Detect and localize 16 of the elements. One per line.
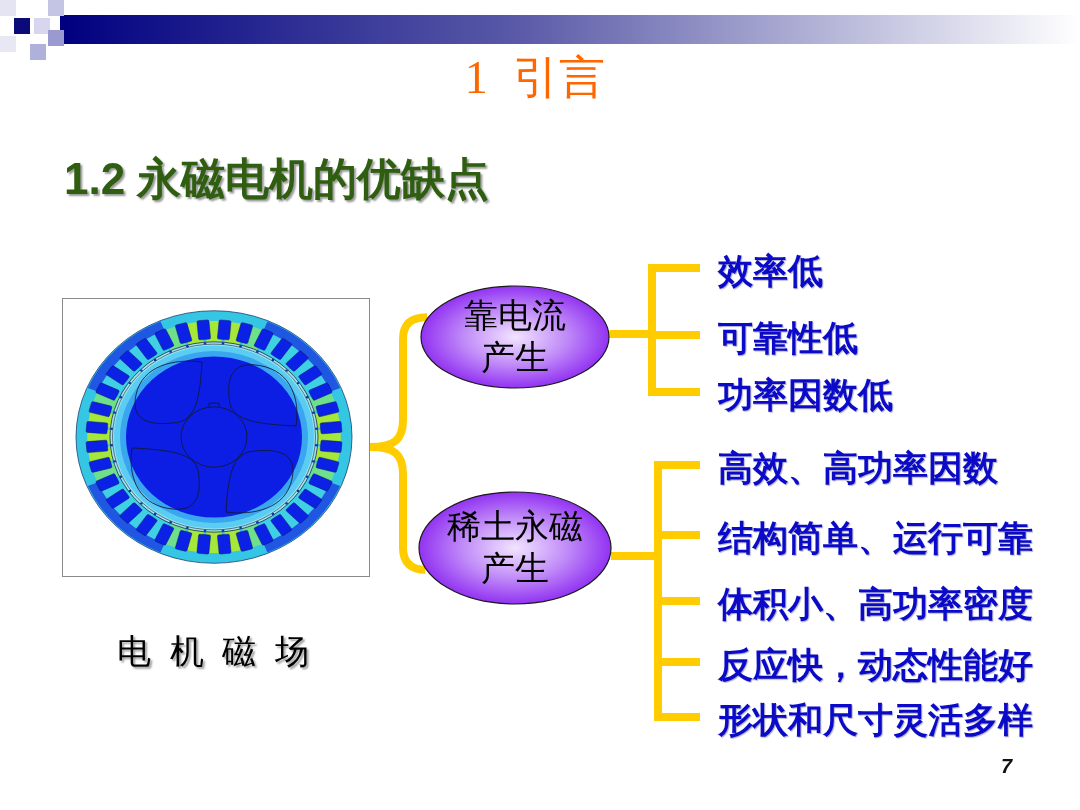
item-text: 高效、高功率因数 <box>700 447 998 489</box>
item-text: 结构简单、运行可靠 <box>700 517 1033 559</box>
brace-line <box>369 443 426 574</box>
ellipse-node: 靠电流产生 <box>420 285 610 389</box>
item-text: 反应快，动态性能好 <box>700 644 1033 686</box>
item-text: 可靠性低 <box>700 317 858 359</box>
item-text: 形状和尺寸灵活多样 <box>700 699 1033 741</box>
motor-field-picture <box>62 298 370 577</box>
slide-title: 1 引言 <box>464 51 606 105</box>
item-text: 效率低 <box>700 250 823 292</box>
picture-caption: 电 机 磁 场 <box>116 630 314 672</box>
ellipse-node: 稀土永磁产生 <box>418 491 612 605</box>
page-number: 7 <box>1001 754 1013 778</box>
section-heading: 1.2 永磁电机的优缺点 <box>64 153 490 205</box>
item-text: 体积小、高功率密度 <box>700 583 1033 625</box>
item-text: 功率因数低 <box>700 374 893 416</box>
